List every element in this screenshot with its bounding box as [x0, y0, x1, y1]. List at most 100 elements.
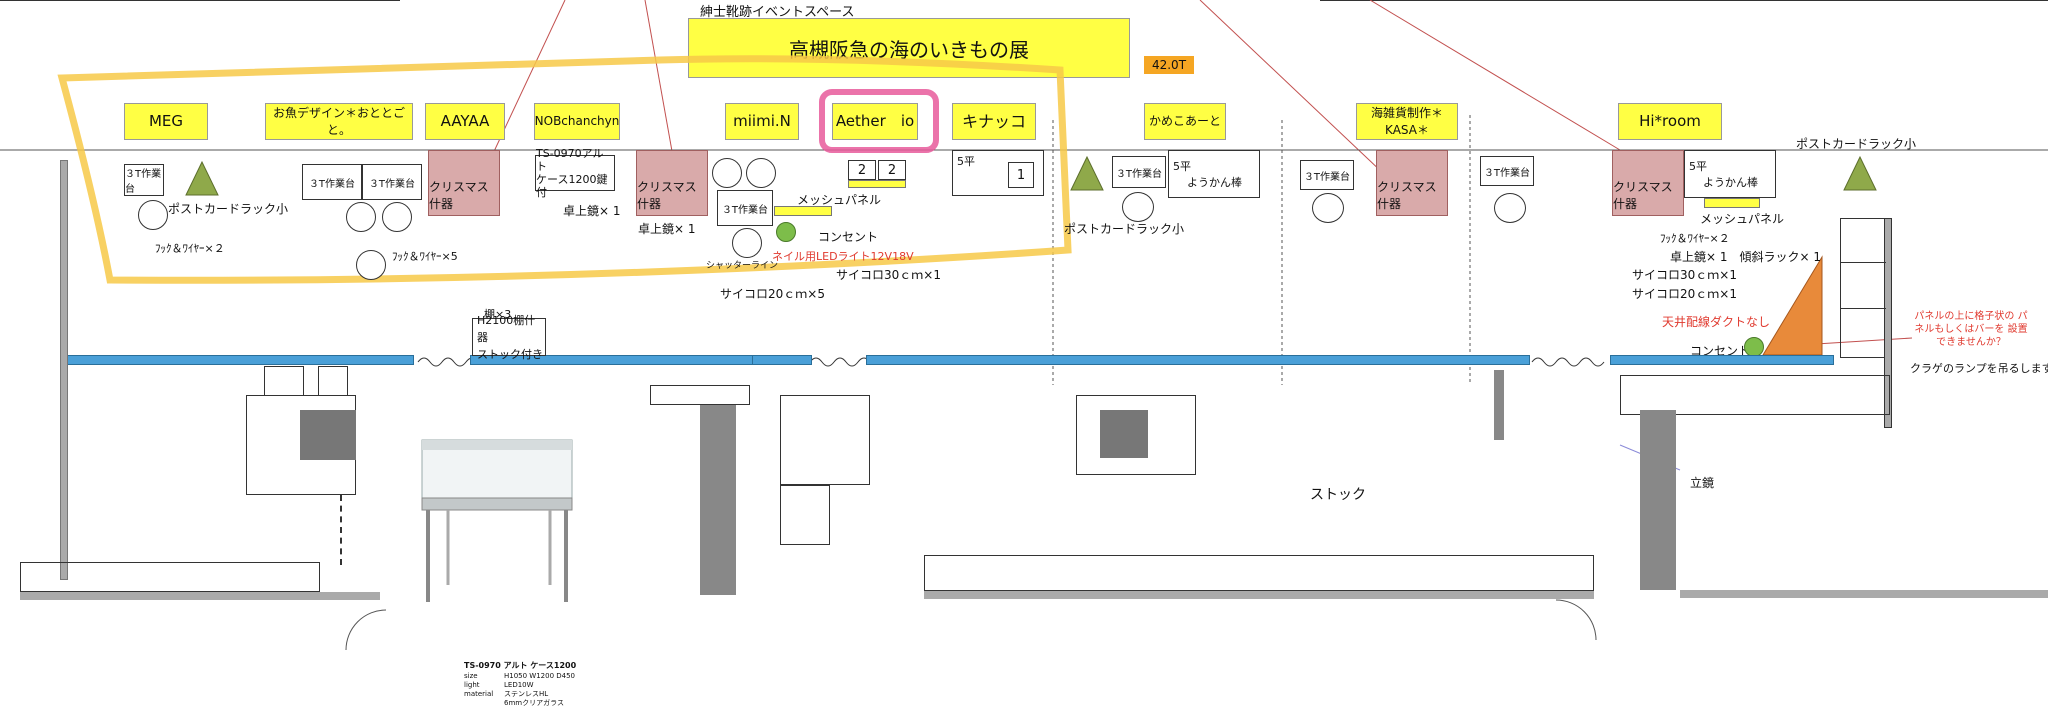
left-wall	[60, 160, 68, 580]
led-light-label: ネイル用LEDライト12V18V	[772, 250, 914, 263]
hooks-wire-label: ﾌｯｸ＆ﾜｲﾔｰ×２	[155, 242, 225, 255]
vendor-booth-kinakko[interactable]: キナッコ	[952, 103, 1036, 140]
counter-structure	[318, 366, 348, 396]
round-table	[1494, 193, 1526, 223]
dice-20-label: サイコロ20ｃｍ×5	[720, 287, 825, 301]
yellow-bar	[848, 180, 906, 188]
blue-wall	[752, 355, 812, 365]
dice-30-label: サイコロ30ｃｍ×1	[1632, 268, 1737, 282]
round-table	[382, 202, 412, 232]
dice-20-label: サイコロ20ｃｍ×1	[1632, 287, 1737, 301]
work-table: ３T作業台	[124, 164, 164, 196]
h2100-label: H2100棚什器	[477, 313, 536, 344]
number-box: 1	[1008, 162, 1034, 188]
vendor-booth-aayaa[interactable]: AAYAA	[425, 103, 505, 140]
postcard-rack-label: ポストカードラック小	[1796, 137, 1917, 151]
floor-wall	[20, 592, 380, 600]
vendor-booth-nobchanchyn[interactable]: NOBchanchyn	[534, 103, 620, 140]
vendor-booth-kasa[interactable]: 海雑貨制作＊KASA＊	[1356, 103, 1458, 140]
pillar	[1100, 410, 1148, 458]
case-note-line: ケース1200鍵付	[536, 173, 608, 199]
five-hei-table: 5平 ようかん棒	[1684, 150, 1776, 198]
area-badge: 42.0T	[1144, 56, 1194, 74]
vendor-booth-hiroom[interactable]: Hi*room	[1618, 103, 1722, 140]
round-table	[746, 158, 776, 188]
spec-value: ステンレスHL	[504, 690, 549, 698]
number-box: 2	[848, 160, 876, 180]
counter-structure	[780, 485, 830, 545]
yokan-label: ようかん棒	[1187, 176, 1242, 189]
hooks-wire-label: ﾌｯｸ＆ﾜｲﾔｰ×5	[392, 250, 458, 263]
mirror-label: 卓上鏡× 1	[638, 222, 696, 236]
case-note-line: TS-0970アルト	[536, 147, 604, 173]
shelf-line	[1840, 262, 1886, 263]
five-hei-label: 5平	[1173, 160, 1191, 173]
outlet-label: コンセント	[818, 230, 879, 244]
yokan-label: ようかん棒	[1703, 176, 1758, 189]
spec-key: size	[464, 672, 478, 680]
work-table: ３T作業台	[1112, 156, 1166, 188]
mirror-label: 卓上鏡× 1	[563, 204, 621, 218]
mirror-rack-label: 卓上鏡× 1 傾斜ラック× 1	[1670, 250, 1822, 264]
door-arc	[1555, 599, 1597, 641]
five-hei-table: 5平 ようかん棒	[1168, 150, 1260, 198]
mesh-panel-bar	[774, 206, 832, 216]
spec-value: H1050 W1200 D450	[504, 672, 576, 680]
case-base	[421, 497, 573, 511]
mesh-panel-label: メッシュパネル	[1700, 212, 1785, 226]
work-table: ３T作業台	[302, 164, 362, 200]
shelf-x3-label: 棚×3	[484, 308, 512, 321]
work-table: ３T作業台	[1300, 160, 1354, 190]
triangle-marker	[185, 160, 219, 196]
wall-segment	[1884, 218, 1892, 428]
pink-highlight	[819, 89, 939, 153]
vendor-booth-miimi[interactable]: miimi.N	[725, 103, 799, 140]
wavy-gap	[417, 357, 479, 367]
wall-segment	[1494, 370, 1504, 440]
panel-note: パネルの上に格子状の パネルもしくはバーを 設置できませんか？	[1914, 311, 2028, 348]
pillar	[700, 405, 736, 595]
five-hei-label: 5平	[1689, 160, 1707, 173]
number-box: 2	[878, 160, 906, 180]
case-top	[422, 440, 572, 450]
vendor-booth-osakana[interactable]: お魚デザイン＊おととごと。	[265, 103, 413, 140]
round-table	[732, 228, 762, 258]
blue-wall	[866, 355, 1530, 365]
vendor-booth-meg[interactable]: MEG	[124, 103, 208, 140]
top-edge	[0, 0, 400, 1]
postcard-rack-label: ポストカードラック小	[1064, 222, 1185, 236]
counter-structure	[780, 395, 870, 485]
dice-30-label: サイコロ30ｃｍ×1	[836, 268, 941, 282]
dashed-line	[340, 495, 342, 565]
pointer-line	[1369, 0, 1621, 151]
wavy-gap	[809, 357, 871, 367]
pillar	[1640, 410, 1676, 590]
work-table: ３T作業台	[1480, 156, 1534, 186]
hooks-wire-label: ﾌｯｸ＆ﾜｲﾔｰ×２	[1660, 232, 1730, 245]
top-edge	[1320, 0, 2048, 1]
blue-wall	[1610, 355, 1834, 365]
ceiling-duct-label: 天井配線ダクトなし	[1662, 315, 1771, 329]
wavy-gap	[1531, 357, 1605, 367]
spec-value: LED10W	[504, 681, 534, 689]
counter-structure	[650, 385, 750, 405]
wall-bench	[20, 562, 320, 592]
case-spec-title: TS-0970 アルト ケース1200	[464, 661, 577, 670]
shutter-line-label: シャッターライン	[706, 261, 779, 271]
door-arc	[345, 609, 387, 651]
counter-structure	[264, 366, 304, 396]
triangle-marker	[1843, 155, 1877, 191]
counter-structure	[1076, 395, 1196, 475]
work-table: ３T作業台	[717, 190, 773, 226]
mirror-stand-label: 立鏡	[1690, 476, 1715, 490]
pillar	[300, 410, 356, 460]
postcard-rack-label: ポストカードラック小	[168, 202, 289, 216]
highlight-outline	[57, 55, 1072, 284]
shelf-line	[1840, 308, 1886, 309]
round-table	[138, 200, 168, 230]
vendor-booth-kamekoart[interactable]: かめこあーと	[1144, 103, 1226, 140]
round-table	[1312, 193, 1344, 223]
vendor-booth-aether-io[interactable]: Aether io	[832, 103, 918, 140]
